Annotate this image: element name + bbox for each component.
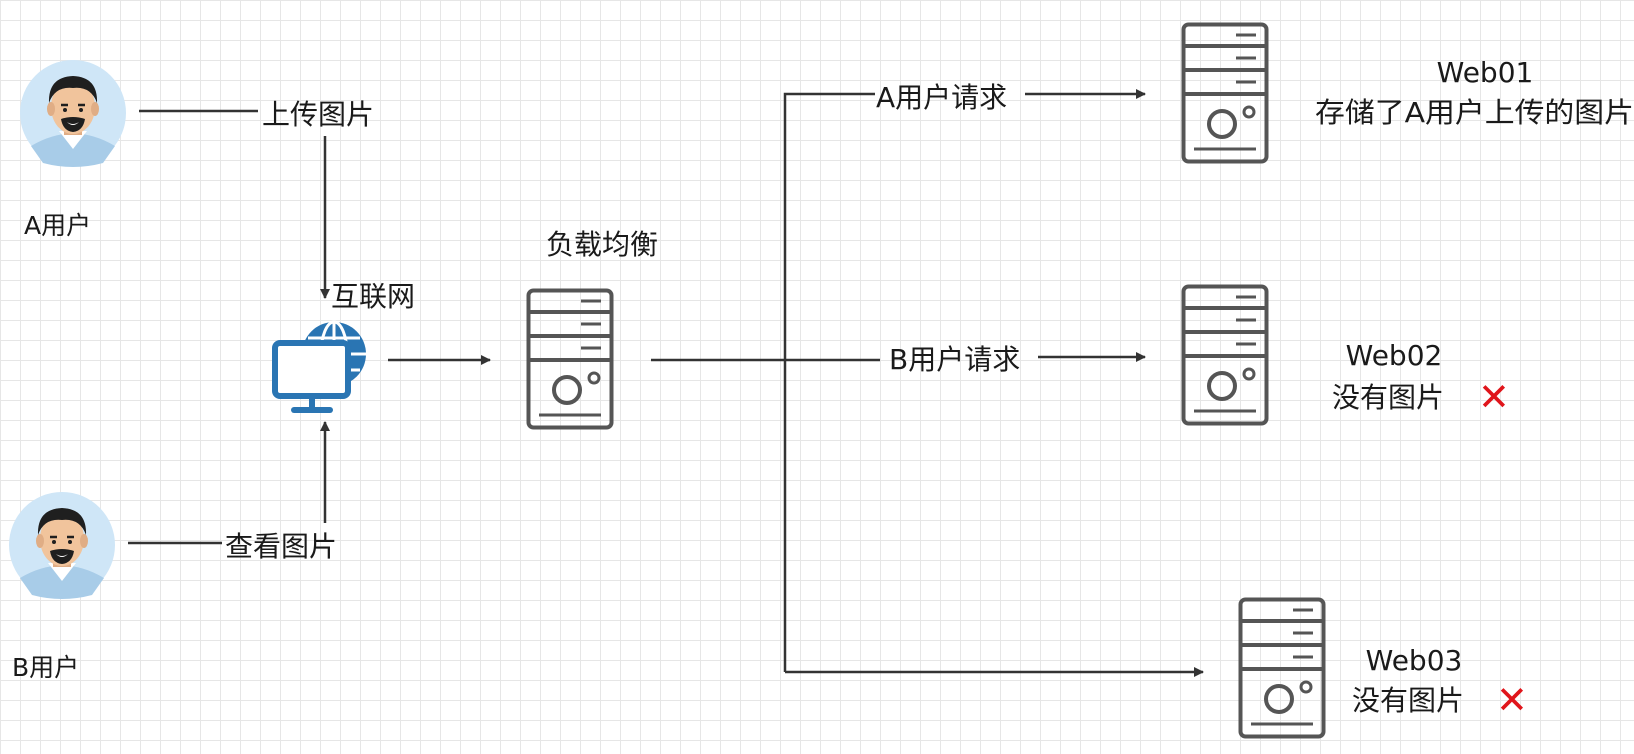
web02-server-icon xyxy=(1181,284,1269,426)
load-balancer-server-icon xyxy=(526,288,614,430)
web01-status: 存储了A用户上传的图片 xyxy=(1315,96,1634,129)
user-b-avatar xyxy=(7,490,117,601)
web02-cross-icon: ✕ xyxy=(1478,375,1510,419)
web03-name: Web03 xyxy=(1366,644,1463,677)
load-balancer-label: 负载均衡 xyxy=(546,228,658,261)
internet-label: 互联网 xyxy=(331,280,415,313)
user-b-label: B用户 xyxy=(12,653,79,682)
web01-server-icon xyxy=(1181,22,1269,164)
internet-icon xyxy=(272,320,366,413)
user-a-label: A用户 xyxy=(24,211,91,240)
web03-server-icon xyxy=(1238,597,1326,739)
lb-branch-line xyxy=(783,92,875,672)
request-b-label: B用户请求 xyxy=(889,343,1020,376)
web03-status: 没有图片 xyxy=(1352,684,1464,717)
request-a-label: A用户请求 xyxy=(876,81,1007,114)
user-a-avatar xyxy=(18,58,128,169)
upload-label: 上传图片 xyxy=(262,98,374,131)
web03-cross-icon: ✕ xyxy=(1496,678,1528,722)
web01-name: Web01 xyxy=(1437,56,1534,89)
view-label: 查看图片 xyxy=(225,530,337,563)
web02-status: 没有图片 xyxy=(1332,381,1444,414)
web02-name: Web02 xyxy=(1346,339,1443,372)
